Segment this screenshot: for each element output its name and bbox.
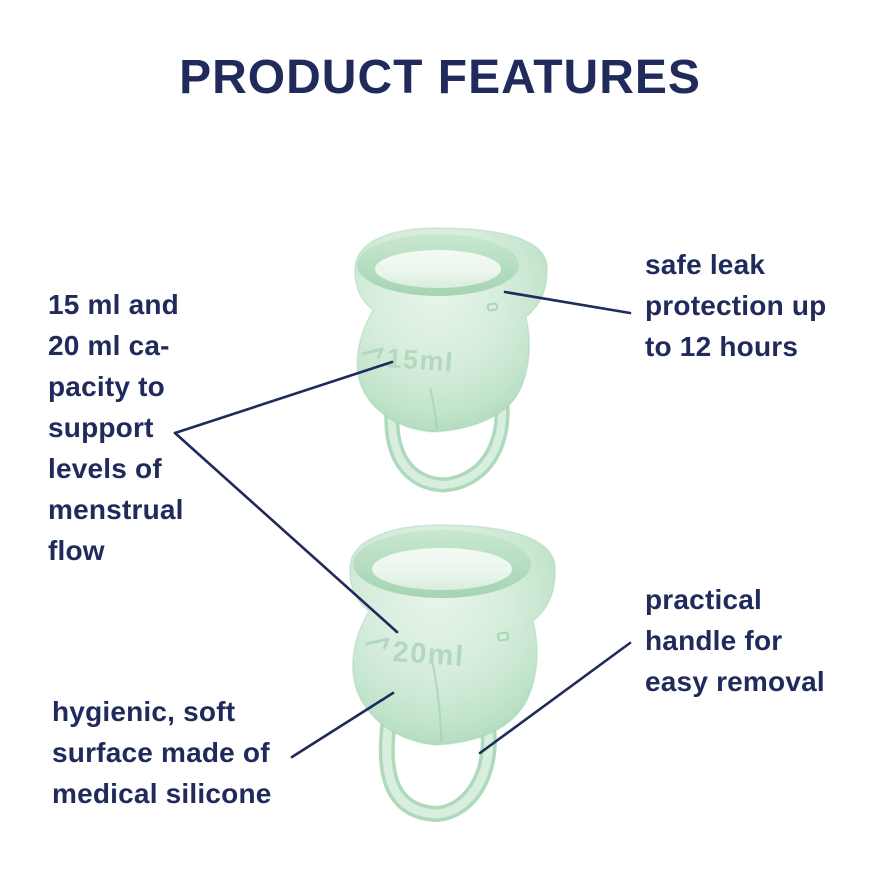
cup-top-crease (429, 387, 438, 431)
cup-top-handle-highlight (387, 392, 507, 490)
hygienic-surface-line (290, 691, 395, 759)
cup-bottom-volume-marking: 20ml (392, 636, 466, 673)
cup-bottom-opening (372, 548, 512, 590)
cup-top-air-notch-icon (486, 302, 499, 312)
cup-bottom-crease (431, 659, 442, 743)
cup-top-measure-tick (361, 347, 384, 360)
capacity-label: 15 ml and 20 ml ca- pacity to support le… (48, 289, 184, 566)
leak-protection-label: safe leak protection up to 12 hours (645, 249, 827, 362)
leak-protection-line (503, 290, 632, 315)
annotation-lines (173, 290, 632, 759)
cup-bottom-air-notch-icon (496, 631, 510, 642)
cup-bottom-measure-tick (365, 637, 390, 650)
capacity-line-top-cup (173, 360, 394, 435)
cup-bottom-handle-highlight (382, 703, 494, 819)
cup-bottom-illustration: 20ml (349, 524, 556, 823)
practical-handle-line (478, 641, 632, 755)
cup-top-opening (375, 250, 501, 288)
practical-handle-label: practical handle for easy removal (645, 584, 825, 697)
capacity-line-bottom-cup (173, 431, 399, 634)
cup-top-illustration: 15ml (354, 227, 548, 493)
page-title: PRODUCT FEATURES (179, 51, 701, 104)
cup-top-volume-marking: 15ml (386, 343, 455, 378)
hygienic-surface-label: hygienic, soft surface made of medical s… (52, 696, 272, 809)
